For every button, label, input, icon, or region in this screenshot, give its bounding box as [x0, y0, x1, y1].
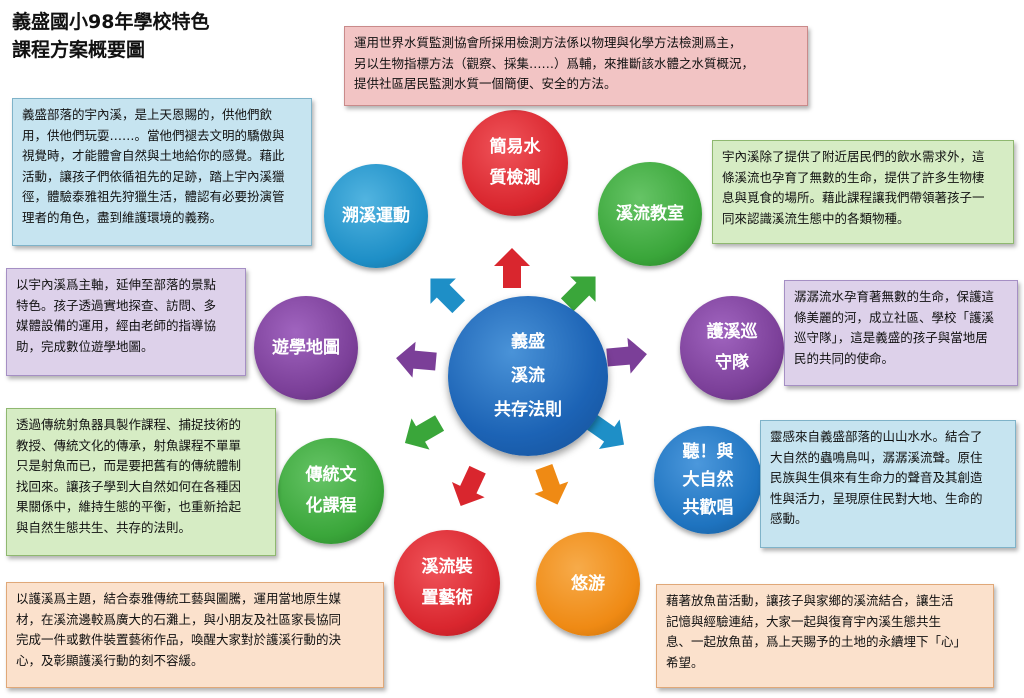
art-text-2: 材，在溪流邊較爲廣大的石灘上，與小朋友及社區家長協同	[16, 611, 342, 627]
map-text-2: 特色。孩子透過實地探查、訪問、多	[16, 297, 217, 313]
node-traditional-culture: 傳統文化課程	[278, 438, 384, 544]
trace-text-3: 視覺時，才能體會自然與土地給你的感覺。藉此	[22, 148, 285, 163]
trace-text-1: 義盛部落的宇內溪，是上天恩賜的，供他們飲	[22, 107, 273, 122]
node-leisure: 悠游	[536, 532, 640, 636]
water-text-2: 另以生物指標方法（觀察、採集……）爲輔，來推斷該水體之水質概況，	[354, 55, 755, 71]
leisure-text-4: 希望。	[666, 654, 704, 670]
trace-text-6: 理者的角色，盡到維護環境的義務。	[22, 209, 223, 225]
center-line-3: 共存法則	[494, 400, 562, 420]
leisure-text-1: 藉著放魚苗活動，讓孩子與家鄉的溪流結合，讓生活	[666, 593, 954, 608]
culture-text-4: 找回來。讓孩子學到大自然如何在各種因	[16, 478, 242, 494]
node-listen-line-2: 大自然	[682, 470, 734, 490]
patrol-text-3: 巡守隊」，這是義盛的孩子與當地居	[794, 330, 988, 345]
title-line-1: 義盛國小98年學校特色	[12, 11, 210, 33]
node-art-line-1: 溪流裝	[421, 557, 473, 577]
description-study-map: 以宇內溪爲主軸，延伸至部落的景點 特色。孩子透過實地探查、訪問、多 媒體設備的運…	[6, 268, 246, 376]
node-patrol-line-1: 護溪巡	[706, 322, 758, 342]
description-traditional-culture: 透過傳統射魚器具製作課程、捕捉技術的 教授、傳統文化的傳承，射魚課程不單單 只是…	[6, 408, 276, 556]
classroom-text-4: 同來認識溪流生態中的各類物種。	[722, 210, 910, 226]
listen-text-2: 大自然的蟲鳴鳥叫，潺潺溪流聲。原住	[770, 449, 983, 465]
node-leisure-line-1: 悠游	[571, 573, 605, 594]
classroom-text-1: 宇內溪除了提供了附近居民們的飲水需求外，這	[722, 149, 985, 164]
arrow-to-water	[494, 248, 530, 288]
node-water-line-2: 質檢測	[489, 168, 541, 188]
node-stream-classroom: 溪流教室	[598, 162, 702, 266]
description-sing-with-nature: 靈感來自義盛部落的山山水水。結合了 大自然的蟲鳴鳥叫，潺潺溪流聲。原住 民族與生…	[760, 420, 1016, 548]
arrow-to-trace	[430, 278, 466, 314]
node-water-testing: 簡易水質檢測	[462, 110, 568, 216]
arrow-to-map	[396, 341, 437, 378]
center-line-2: 溪流	[511, 366, 545, 386]
trace-text-5: 徑，體驗泰雅祖先狩獵生活，體認有必要扮演管	[22, 189, 285, 204]
listen-text-1: 靈感來自義盛部落的山山水水。結合了	[770, 429, 983, 444]
description-stream-classroom: 宇內溪除了提供了附近居民們的飲水需求外，這 條溪流也孕育了無數的生命，提供了許多…	[712, 140, 1014, 244]
patrol-text-1: 潺潺流水孕育著無數的生命，保護這	[794, 289, 995, 304]
description-river-patrol: 潺潺流水孕育著無數的生命，保護這 條美麗的河，成立社區、學校「護溪 巡守隊」，這…	[784, 280, 1018, 386]
title-line-2: 課程方案概要圖	[12, 39, 146, 61]
art-text-1: 以護溪爲主題，結合泰雅傳統工藝與圖騰，運用當地原生媒	[16, 591, 342, 606]
culture-text-6: 與自然生態共生、共存的法則。	[16, 519, 192, 535]
arrow-to-leisure	[534, 464, 569, 505]
culture-text-1: 透過傳統射魚器具製作課程、捕捉技術的	[16, 417, 242, 432]
leisure-text-2: 記憶與經驗連結，大家一起與復育宇內溪生態共生	[666, 613, 942, 629]
description-installation-art: 以護溪爲主題，結合泰雅傳統工藝與圖騰，運用當地原生媒 材，在溪流邊較爲廣大的石灘…	[6, 582, 384, 688]
node-stream-tracing: 溯溪運動	[324, 164, 428, 268]
node-listen-line-1: 聽！與	[682, 442, 734, 462]
node-culture-line-1: 傳統文	[305, 465, 357, 485]
node-trace-line-1: 溯溪運動	[342, 205, 410, 226]
leisure-text-3: 息、一起放魚苗，爲上天賜予的土地的永續埋下「心」	[666, 634, 967, 649]
art-text-4: 心，及彰顯護溪行動的刻不容緩。	[16, 652, 204, 668]
description-leisure: 藉著放魚苗活動，讓孩子與家鄉的溪流結合，讓生活 記憶與經驗連結，大家一起與復育宇…	[656, 584, 994, 688]
node-stream-installation-art: 溪流裝置藝術	[394, 530, 500, 636]
node-patrol-line-2: 守隊	[715, 353, 749, 373]
node-culture-line-2: 化課程	[305, 496, 357, 516]
node-classroom-line-1: 溪流教室	[616, 203, 684, 224]
listen-text-5: 感動。	[770, 511, 808, 526]
trace-text-2: 用，供他們玩耍……。當他們褪去文明的驕傲與	[22, 127, 285, 143]
water-text-3: 提供社區居民監測水質一個簡便、安全的方法。	[354, 76, 617, 91]
map-text-1: 以宇內溪爲主軸，延伸至部落的景點	[16, 277, 217, 292]
culture-text-3: 只是射魚而已，而是要把舊有的傳統體制	[16, 458, 242, 473]
node-sing-with-nature: 聽！與大自然共歡唱	[654, 426, 762, 534]
water-text-1: 運用世界水質監測協會所採用檢測方法係以物理與化學方法檢測爲主，	[354, 35, 742, 50]
arrow-to-patrol	[606, 337, 647, 374]
arrow-to-culture	[404, 415, 445, 450]
arrow-to-art	[451, 465, 486, 506]
arrow-to-classroom	[560, 276, 596, 312]
node-water-line-1: 簡易水	[489, 137, 541, 157]
patrol-text-2: 條美麗的河，成立社區、學校「護溪	[794, 309, 995, 325]
patrol-text-4: 民的共同的使命。	[794, 350, 895, 366]
art-text-3: 完成一件或數件裝置藝術作品，喚醒大家對於護溪行動的決	[16, 632, 342, 647]
map-text-3: 媒體設備的運用，經由老師的指導協	[16, 318, 217, 333]
description-stream-tracing: 義盛部落的宇內溪，是上天恩賜的，供他們飲 用，供他們玩耍……。當他們褪去文明的驕…	[12, 98, 312, 246]
node-listen-line-3: 共歡唱	[682, 498, 734, 518]
culture-text-5: 果關係中，維持生態的平衡，也重新拾起	[16, 499, 242, 514]
listen-text-3: 民族與生俱來有生命力的聲音及其創造	[770, 470, 983, 485]
description-water-testing: 運用世界水質監測協會所採用檢測方法係以物理與化學方法檢測爲主， 另以生物指標方法…	[344, 26, 808, 106]
arrow-to-listen	[586, 414, 625, 450]
trace-text-4: 活動，讓孩子們依循祖先的足跡，踏上宇內溪獵	[22, 168, 285, 184]
culture-text-2: 教授、傳統文化的傳承，射魚課程不單單	[16, 437, 242, 453]
center-hub: 義盛 溪流 共存法則	[448, 296, 608, 456]
node-art-line-2: 置藝術	[421, 588, 473, 608]
node-river-patrol: 護溪巡守隊	[680, 296, 784, 400]
classroom-text-3: 息與覓食的場所。藉此課程讓我們帶領著孩子一	[722, 190, 985, 205]
classroom-text-2: 條溪流也孕育了無數的生命，提供了許多生物棲	[722, 169, 985, 185]
diagram-title: 義盛國小98年學校特色 課程方案概要圖	[12, 8, 209, 64]
center-line-1: 義盛	[511, 332, 545, 352]
node-map-line-1: 遊學地圖	[272, 337, 340, 358]
map-text-4: 助，完成數位遊學地圖。	[16, 338, 154, 354]
node-study-map: 遊學地圖	[254, 296, 358, 400]
listen-text-4: 性與活力，呈現原住民對大地、生命的	[770, 490, 983, 506]
